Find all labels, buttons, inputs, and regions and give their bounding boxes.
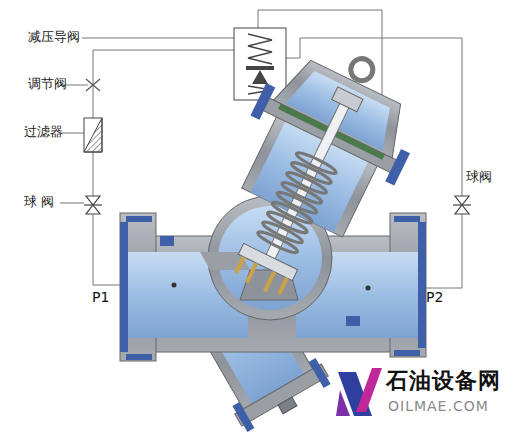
spring-coil xyxy=(295,150,338,176)
leader-lines xyxy=(60,38,240,203)
pilot-valve xyxy=(234,28,286,100)
pressure-port-label: P2 xyxy=(426,290,443,305)
part-label: 调节阀 xyxy=(28,77,67,91)
watermark-text: 石油设备网 xyxy=(386,368,501,392)
filter-symbol xyxy=(84,118,102,152)
watermark-text: OILMAE.COM xyxy=(388,399,489,414)
watermark-logo xyxy=(336,368,382,416)
pressure-port-label: P1 xyxy=(92,290,109,305)
part-label: 球阀 xyxy=(466,170,492,184)
part-label: 减压导阀 xyxy=(28,30,80,44)
part-label: 球 阀 xyxy=(24,195,54,209)
part-label: 过滤器 xyxy=(24,125,63,139)
regulating-valve-symbol xyxy=(86,79,100,91)
bonnet-assembly xyxy=(184,25,439,323)
valve-body xyxy=(120,196,426,361)
